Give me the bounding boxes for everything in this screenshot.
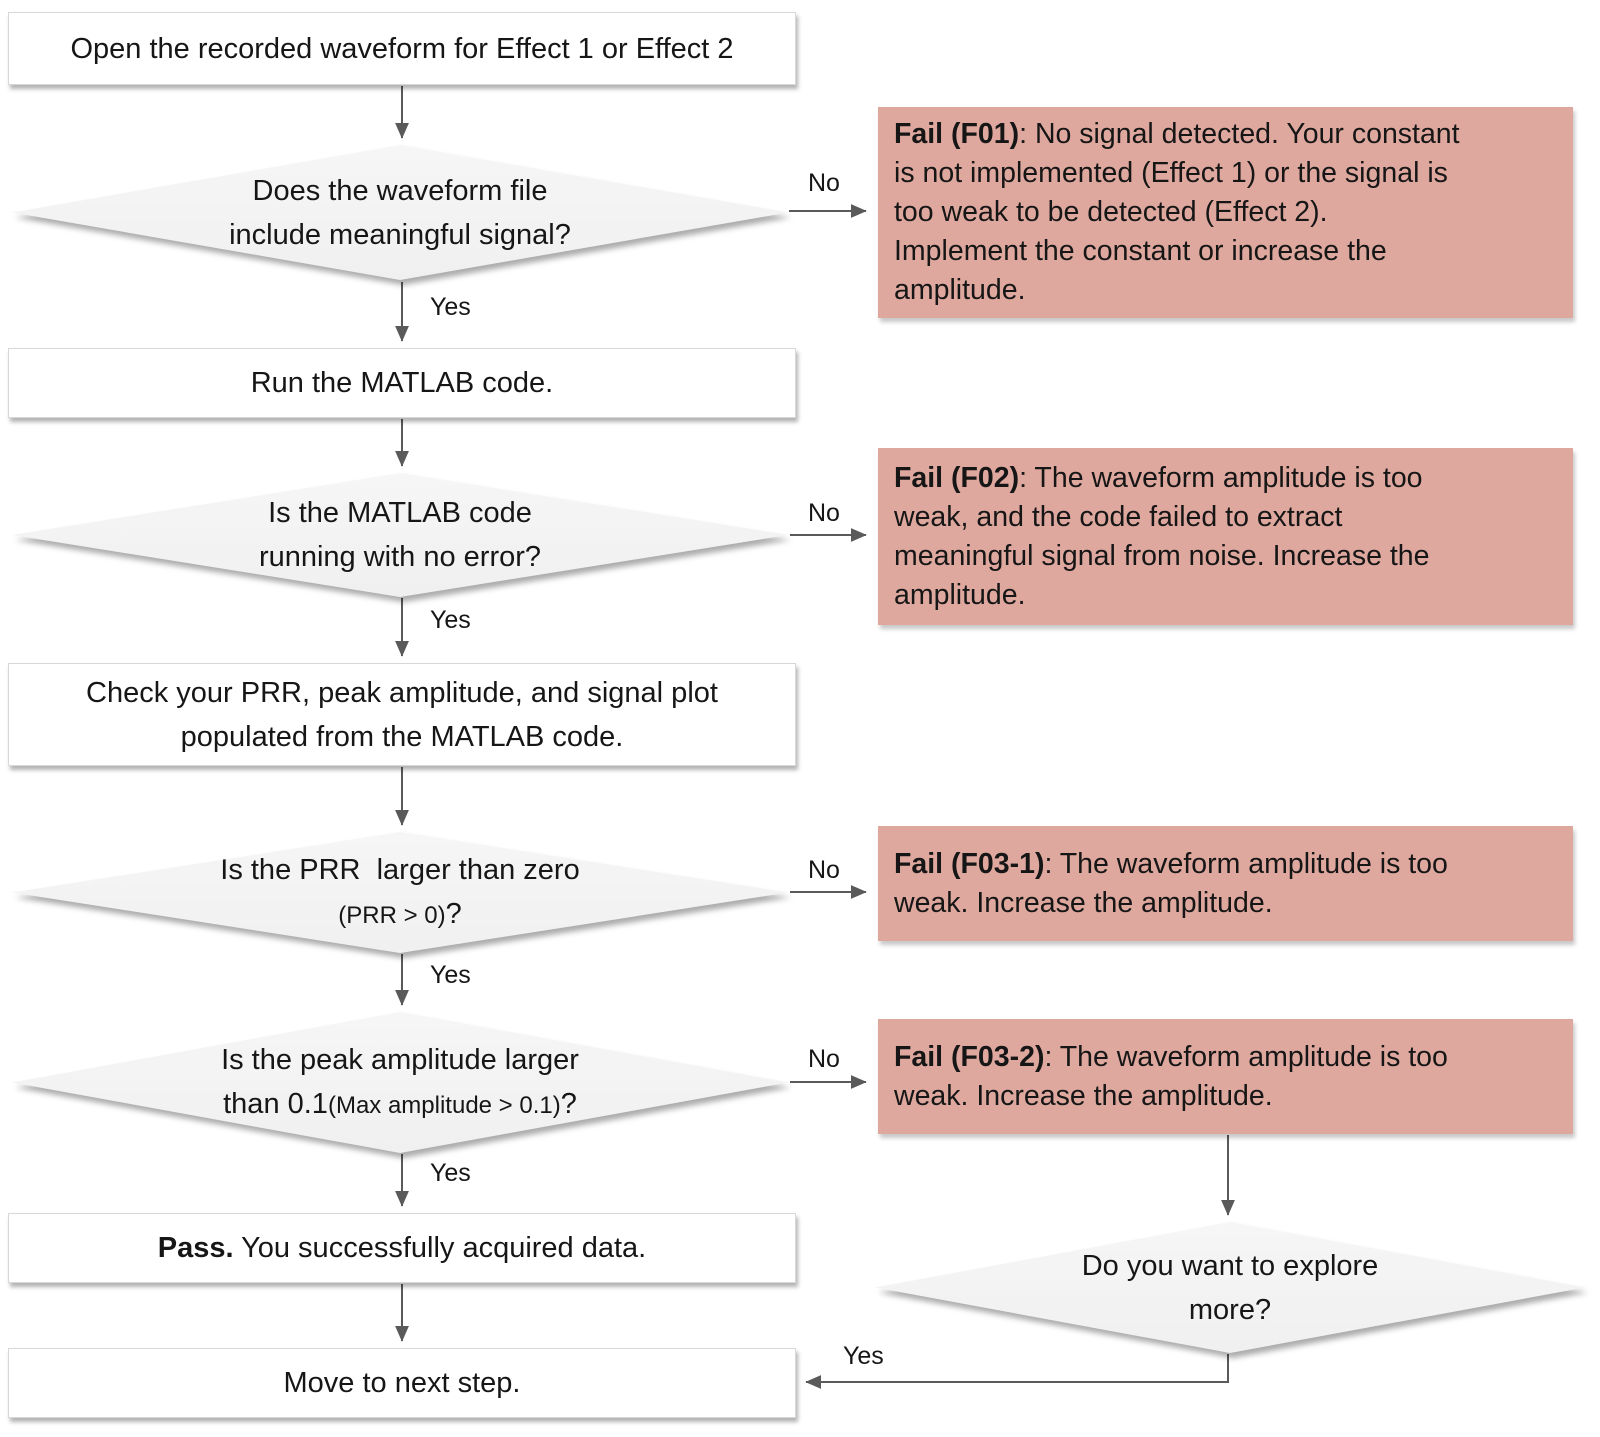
decision-error-line1: Is the MATLAB code [268,497,532,529]
edge-label-yes-prr: Yes [430,961,471,989]
decision-explore-line1: Do you want to explore [1081,1249,1379,1282]
pass-box: Pass. You successfully acquired data. [8,1213,796,1283]
fail-f03-2-code: Fail (F03-2) [894,1040,1045,1073]
decision-amplitude-line1: Is the peak amplitude larger [221,1043,579,1076]
edge-label-yes-error: Yes [430,606,471,634]
check-prr-line1: Check your PRR, peak amplitude, and sign… [86,676,718,709]
start-box: Open the recorded waveform for Effect 1 … [8,12,796,85]
edge-label-no-amplitude: No [808,1045,840,1073]
check-prr-box: Check your PRR, peak amplitude, and sign… [8,663,796,766]
run-matlab-box: Run the MATLAB code. [8,348,796,418]
fail-f03-2-box: Fail (F03-2): The waveform amplitude is … [878,1019,1573,1134]
decision-signal-line1: Does the waveform file [252,174,548,207]
decision-explore: Do you want to explore more? [875,1222,1585,1353]
fail-f01-box: Fail (F01): No signal detected. Your con… [878,107,1573,318]
check-prr-line2: populated from the MATLAB code. [180,720,624,753]
edge-label-no-signal: No [808,169,840,197]
decision-signal: Does the waveform file include meaningfu… [12,145,788,280]
move-next-text: Move to next step. [283,1367,521,1399]
pass-label: Pass. [157,1232,234,1264]
decision-error: Is the MATLAB code running with no error… [12,473,788,597]
fail-f02-code: Fail (F02) [894,461,1020,494]
start-text: Open the recorded waveform for Effect 1 … [70,32,734,65]
decision-amplitude: Is the peak amplitude larger than 0.1(Ma… [12,1012,788,1153]
move-next-box: Move to next step. [8,1348,796,1418]
fail-f01-code: Fail (F01) [894,118,1020,150]
decision-prr: Is the PRR larger than zero (PRR > 0)? [12,832,788,953]
fail-f02-box: Fail (F02): The waveform amplitude is to… [878,448,1573,625]
edge-label-yes-explore: Yes [843,1342,884,1370]
decision-explore-line2: more? [1188,1293,1272,1326]
edge-label-no-error: No [808,499,840,527]
decision-amplitude-line2: than 0.1(Max amplitude > 0.1)? [223,1087,577,1120]
fail-f03-1-code: Fail (F03-1) [894,847,1045,880]
run-matlab-text: Run the MATLAB code. [250,367,554,399]
decision-prr-line2: (PRR > 0)? [338,897,462,930]
edge-label-yes-amplitude: Yes [430,1159,471,1187]
edge-label-yes-signal: Yes [430,293,471,321]
pass-text: You successfully acquired data. [233,1232,647,1264]
decision-error-line2: running with no error? [258,541,542,573]
fail-f03-1-box: Fail (F03-1): The waveform amplitude is … [878,826,1573,941]
decision-prr-line1: Is the PRR larger than zero [220,853,580,886]
decision-signal-line2: include meaningful signal? [229,218,571,251]
edge-label-no-prr: No [808,856,840,884]
